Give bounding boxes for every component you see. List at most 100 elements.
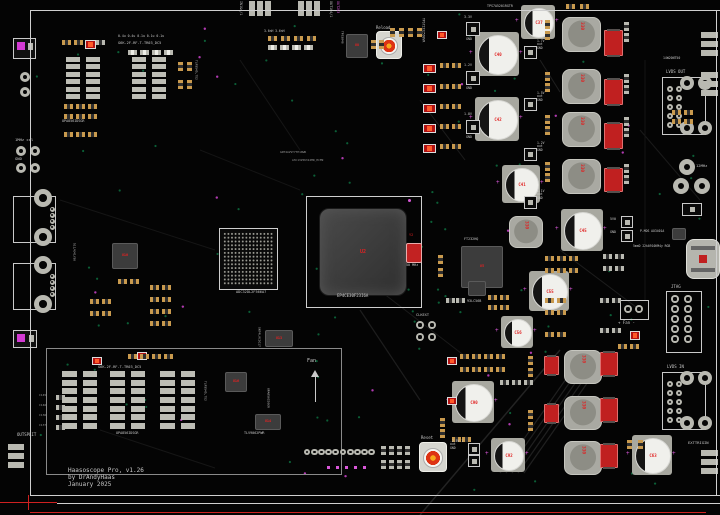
edge-pad[interactable]: [701, 81, 718, 87]
passive-component[interactable]: [178, 62, 183, 71]
passive-component[interactable]: [440, 144, 449, 149]
header-pin[interactable]: [675, 85, 683, 93]
passive-component[interactable]: [545, 298, 554, 303]
usb-c-connector[interactable]: [686, 239, 720, 279]
regulator-ic[interactable]: [544, 355, 559, 376]
passive-component[interactable]: [612, 328, 621, 333]
led[interactable]: [423, 144, 436, 153]
edge-connector[interactable]: [13, 38, 36, 59]
edge-pad[interactable]: [265, 1, 271, 16]
header-pin[interactable]: [675, 94, 683, 102]
passive-component[interactable]: [624, 74, 629, 83]
edge-pad[interactable]: [8, 453, 24, 459]
passive-component[interactable]: [472, 367, 481, 372]
passive-component[interactable]: [569, 256, 578, 261]
header-pin[interactable]: [666, 112, 674, 120]
test-point[interactable]: [524, 196, 537, 209]
passive-component[interactable]: [417, 28, 422, 37]
test-point[interactable]: [466, 120, 480, 134]
through-hole-pad[interactable]: [694, 178, 710, 194]
passive-component[interactable]: [150, 285, 159, 290]
passive-component[interactable]: [440, 418, 445, 427]
test-point[interactable]: [524, 148, 537, 161]
reset-button[interactable]: [419, 442, 447, 472]
ic-chip[interactable]: U8: [346, 34, 368, 58]
passive-component[interactable]: [389, 446, 394, 455]
mount-hole[interactable]: [680, 371, 694, 385]
regulator-ic[interactable]: [604, 78, 623, 106]
passive-component[interactable]: [96, 40, 105, 45]
passive-component[interactable]: [280, 45, 289, 50]
header-pin[interactable]: [666, 85, 674, 93]
electrolytic-capacitor[interactable]: C40: [478, 35, 518, 75]
passive-component[interactable]: [440, 124, 449, 129]
header-pin[interactable]: [671, 305, 679, 313]
passive-component[interactable]: [150, 309, 159, 314]
test-point[interactable]: [524, 46, 537, 59]
passive-component[interactable]: [672, 110, 681, 115]
passive-component[interactable]: [128, 50, 137, 55]
bnc-shield-pin[interactable]: [49, 212, 55, 218]
passive-component[interactable]: [545, 72, 550, 81]
header-pin[interactable]: [684, 295, 692, 303]
passive-component[interactable]: [56, 415, 65, 420]
regulator-ic[interactable]: [604, 167, 623, 193]
passive-component[interactable]: [624, 33, 629, 42]
passive-component[interactable]: [56, 395, 65, 400]
header-pin[interactable]: [675, 380, 683, 388]
passive-component[interactable]: [452, 437, 461, 442]
passive-component[interactable]: [603, 254, 612, 259]
led[interactable]: [423, 84, 436, 93]
regulator-ic[interactable]: [544, 403, 559, 424]
passive-component[interactable]: [545, 126, 550, 135]
passive-component[interactable]: [76, 104, 85, 109]
passive-component[interactable]: [545, 332, 554, 337]
through-hole-pad[interactable]: [428, 321, 436, 329]
header-pin[interactable]: [675, 389, 683, 397]
edge-pad[interactable]: [701, 32, 718, 38]
passive-component[interactable]: [612, 298, 621, 303]
passive-component[interactable]: [545, 31, 550, 40]
header-pin[interactable]: [624, 305, 632, 313]
passive-component[interactable]: [440, 63, 449, 68]
passive-component[interactable]: [379, 40, 384, 49]
passive-component[interactable]: [460, 367, 469, 372]
header-pin[interactable]: [671, 315, 679, 323]
passive-component[interactable]: [140, 354, 149, 359]
passive-component[interactable]: [528, 410, 533, 419]
ic-chip[interactable]: U16: [225, 372, 247, 392]
through-hole-pad[interactable]: [416, 333, 424, 341]
passive-component[interactable]: [456, 298, 465, 303]
mount-hole[interactable]: [680, 416, 694, 430]
electrolytic-capacitor[interactable]: C90: [455, 384, 493, 422]
passive-component[interactable]: [408, 28, 413, 37]
passive-component[interactable]: [600, 328, 609, 333]
passive-component[interactable]: [600, 298, 609, 303]
passive-component[interactable]: [381, 460, 386, 469]
passive-component[interactable]: [440, 429, 445, 438]
passive-component[interactable]: [56, 425, 65, 430]
edge-pad[interactable]: [8, 444, 24, 450]
bnc-pin[interactable]: [34, 295, 52, 313]
passive-component[interactable]: [557, 268, 566, 273]
test-point[interactable]: [621, 216, 633, 228]
passive-component[interactable]: [405, 446, 410, 455]
passive-component[interactable]: [496, 367, 505, 372]
edge-pad[interactable]: [8, 462, 24, 468]
edge-connector[interactable]: [13, 330, 37, 348]
reload-button[interactable]: [376, 31, 402, 59]
passive-component[interactable]: [294, 36, 303, 41]
bnc-pin[interactable]: [34, 228, 52, 246]
passive-component[interactable]: [452, 63, 461, 68]
passive-component[interactable]: [88, 132, 97, 137]
passive-component[interactable]: [452, 124, 461, 129]
passive-component[interactable]: [164, 50, 173, 55]
crystal-oscillator[interactable]: [406, 243, 422, 263]
passive-component[interactable]: [528, 356, 533, 365]
passive-component[interactable]: [452, 144, 461, 149]
passive-component[interactable]: [624, 164, 629, 173]
passive-component[interactable]: [545, 162, 550, 171]
edge-pad[interactable]: [314, 1, 320, 16]
passive-component[interactable]: [130, 279, 139, 284]
passive-component[interactable]: [630, 344, 639, 349]
